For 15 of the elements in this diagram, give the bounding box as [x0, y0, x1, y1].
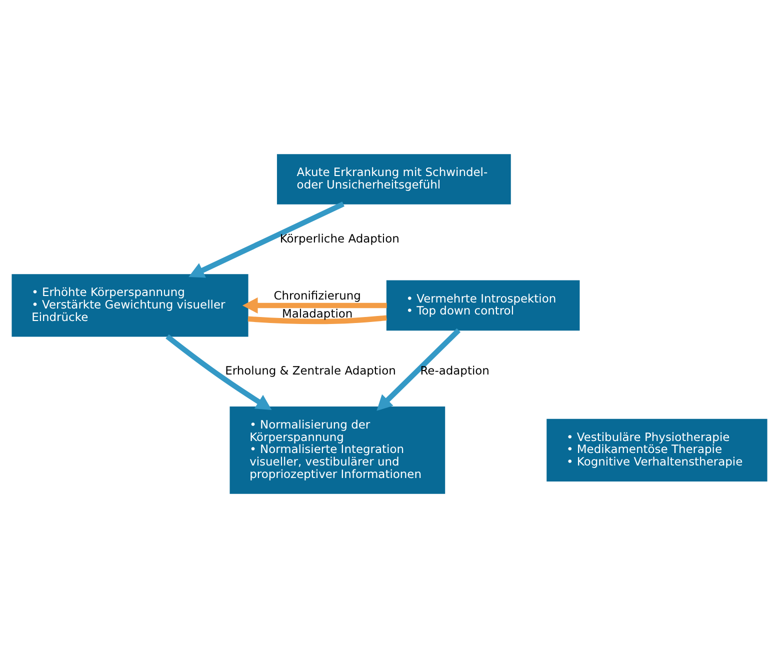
arrow [166, 334, 272, 410]
arrow [242, 297, 387, 314]
connector [248, 315, 387, 324]
node-box: Akute Erkrankung mit Schwindel- oder Unsicherheitsgefühl [276, 154, 511, 204]
edge-label: Maladaption [282, 306, 353, 320]
node-box: • Vestibuläre Physiotherapie • Medikamentöse Therapie • Kognitive Verhaltenstherapie [546, 418, 768, 482]
node-box: • Vermehrte Introspektion • Top down control [386, 280, 580, 331]
edge-label: Körperliche Adaption [280, 231, 400, 246]
edge-label: Chronifizierung [274, 288, 361, 303]
arrow [376, 328, 461, 411]
arrow [188, 202, 344, 278]
edge-label: Erholung & Zentrale Adaption [225, 364, 396, 378]
node-box: • Normalisierung der Körperspannung • Normalisierte Integration visueller, vestibulärer und propriozeptiver Informationen [230, 406, 446, 494]
node-box: • Erhöhte Körperspannung • Verstärkte Gewichtung visueller Eindrücke [12, 274, 248, 337]
edge-label: Re-adaption [420, 364, 490, 378]
